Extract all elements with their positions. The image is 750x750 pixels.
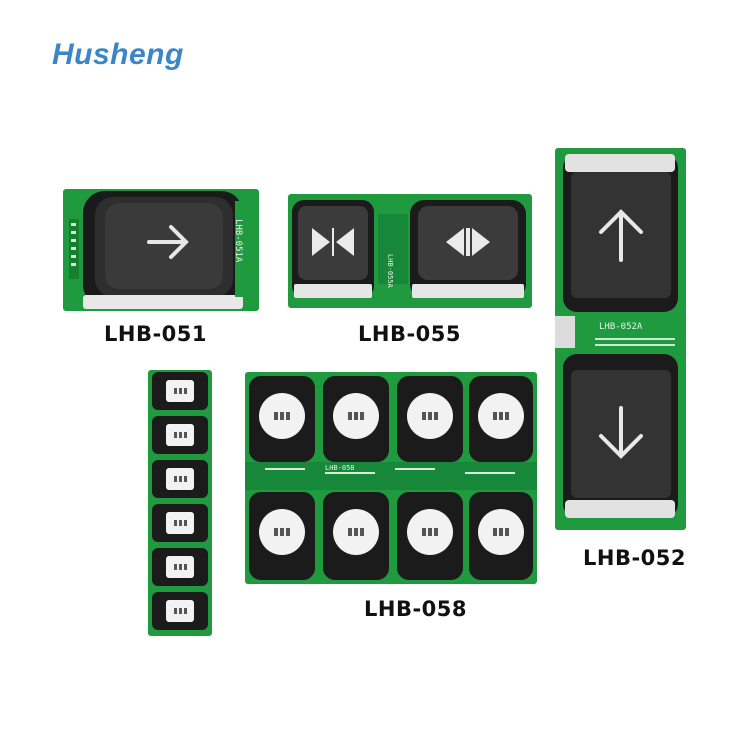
- silkscreen-label: LHB-051A: [233, 219, 243, 263]
- lhb-055-board: LHB-055A: [288, 194, 532, 308]
- arrow-down-icon: [599, 406, 643, 459]
- silkscreen-label: LHB-052A: [599, 322, 643, 332]
- silkscreen-label: LHB-058: [325, 464, 355, 472]
- product-label: LHB-055: [358, 322, 462, 346]
- brand-logo: Husheng: [52, 38, 184, 71]
- lhb-051-board: LHB-051A: [63, 189, 259, 311]
- product-label: LHB-051: [104, 322, 208, 346]
- door-open-icon: [446, 228, 490, 256]
- arrow-right-icon: [147, 225, 189, 259]
- lhb-052-board: LHB-052A: [555, 148, 686, 530]
- product-label: LHB-052: [583, 546, 687, 570]
- product-label: LHB-058: [364, 597, 468, 621]
- side-strip-board: [148, 370, 212, 636]
- silkscreen-label: LHB-055A: [386, 254, 394, 288]
- door-close-icon: [312, 228, 354, 256]
- arrow-up-icon: [599, 209, 643, 262]
- lhb-058-board: LHB-058: [245, 372, 537, 584]
